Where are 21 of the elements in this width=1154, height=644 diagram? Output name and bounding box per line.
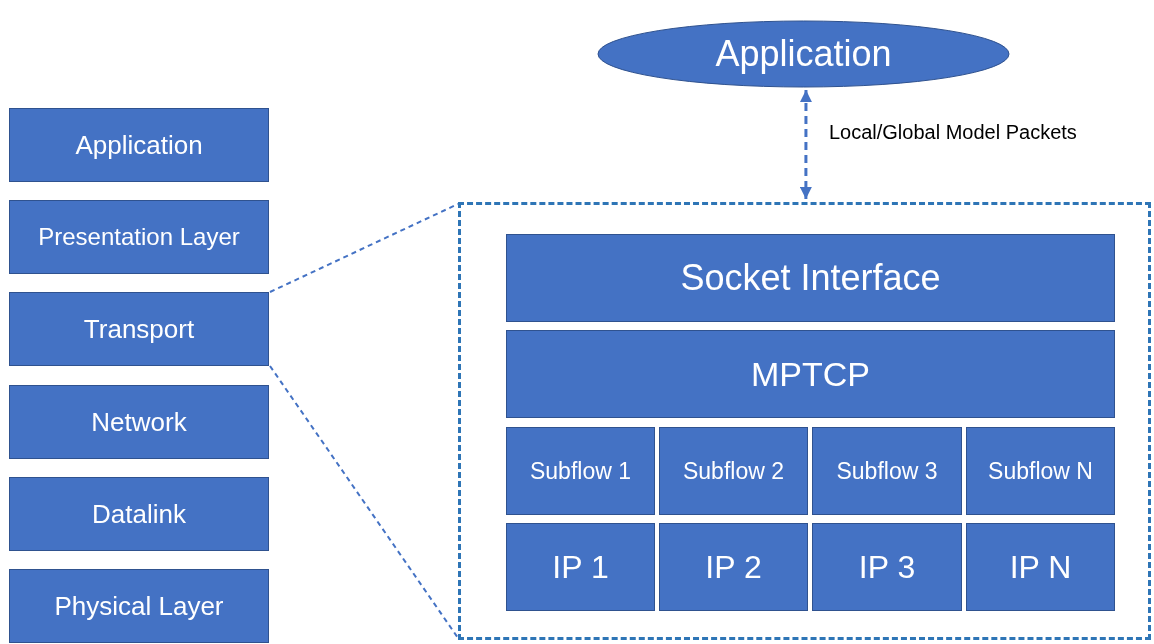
node-label: Application xyxy=(715,33,892,75)
connector-line xyxy=(269,365,459,639)
layer-box: IP 1 xyxy=(506,523,655,611)
layer-box: Subflow 1 xyxy=(506,427,655,515)
connector-line xyxy=(269,203,459,293)
layer-box: IP N xyxy=(966,523,1115,611)
layer-box: Subflow N xyxy=(966,427,1115,515)
double-headed-arrow xyxy=(799,90,812,199)
layer-box: Presentation Layer xyxy=(9,200,269,274)
layer-box: IP 2 xyxy=(659,523,808,611)
layer-box: Subflow 3 xyxy=(812,427,962,515)
layer-box: Physical Layer xyxy=(9,569,269,643)
layer-box: Subflow 2 xyxy=(659,427,808,515)
layer-box: Socket Interface xyxy=(506,234,1115,322)
layer-box: Datalink xyxy=(9,477,269,551)
layer-box: Transport xyxy=(9,292,269,366)
layer-box: Application xyxy=(9,108,269,182)
layer-box: Network xyxy=(9,385,269,459)
layer-box: MPTCP xyxy=(506,330,1115,418)
dashed-frame xyxy=(458,202,1151,640)
layer-box: IP 3 xyxy=(812,523,962,611)
